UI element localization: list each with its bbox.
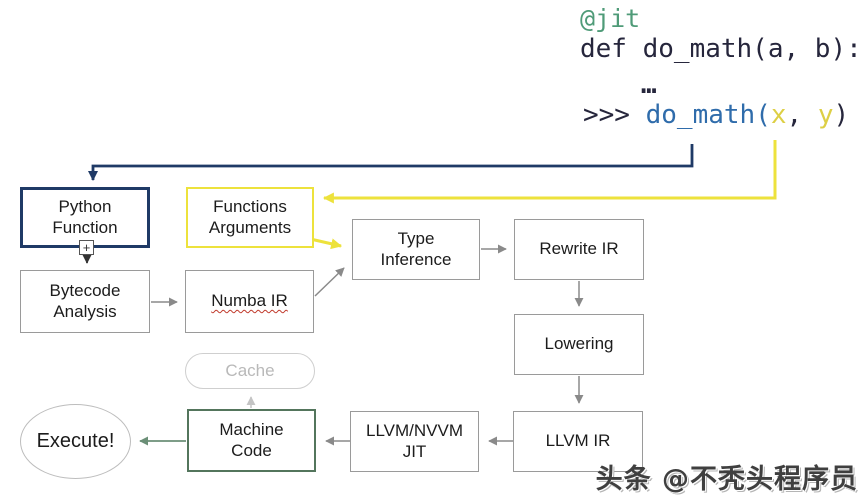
node-label: Lowering	[544, 334, 614, 354]
node-label: Type Inference	[380, 228, 452, 269]
node-rewrite-ir: Rewrite IR	[514, 219, 644, 280]
node-label: LLVM IR	[545, 431, 611, 451]
node-lowering: Lowering	[514, 314, 644, 375]
node-bytecode-analysis: Bytecode Analysis	[20, 270, 150, 333]
node-execute: Execute!	[20, 404, 131, 479]
node-label: Machine Code	[219, 419, 284, 460]
code-def-line: def do_math(a, b):	[580, 34, 862, 64]
node-llvm-ir: LLVM IR	[513, 411, 643, 472]
node-type-inference: Type Inference	[352, 219, 480, 280]
code-decorator: @jit	[580, 4, 641, 33]
node-label: Python Function	[52, 196, 118, 237]
node-machine-code: Machine Code	[187, 409, 316, 472]
code-call-function: do_math(	[645, 100, 771, 130]
arrow-args-to-functions-arguments	[322, 140, 777, 204]
arrow-call-to-python-function	[88, 144, 694, 181]
node-numba-ir: Numba IR	[185, 270, 314, 333]
node-python-function: Python Function	[20, 187, 150, 248]
watermark-text: 头条 @不秃头程序员	[595, 464, 858, 495]
node-functions-arguments: Functions Arguments	[186, 187, 314, 248]
node-label: Cache	[225, 360, 275, 380]
node-label: Rewrite IR	[539, 239, 619, 259]
expand-plus-icon: +	[79, 240, 94, 255]
node-cache: Cache	[185, 353, 315, 389]
code-call-line: >>> do_math(x, y)	[583, 100, 849, 130]
code-comma: ,	[786, 100, 818, 130]
code-ellipsis: …	[641, 70, 657, 100]
arrow-numba-ir-to-type-inference	[314, 267, 345, 297]
node-label: Bytecode Analysis	[49, 280, 121, 321]
node-label: Numba IR	[211, 291, 288, 311]
code-close-paren: )	[833, 100, 850, 130]
code-arg-x: x	[770, 100, 787, 130]
code-prompt: >>>	[583, 100, 646, 130]
node-label: LLVM/NVVM JIT	[366, 420, 463, 461]
node-label: Execute!	[36, 430, 115, 453]
node-llvm-nvvm-jit: LLVM/NVVM JIT	[350, 411, 479, 472]
code-arg-y: y	[817, 100, 834, 130]
node-label: Functions Arguments	[208, 196, 292, 237]
